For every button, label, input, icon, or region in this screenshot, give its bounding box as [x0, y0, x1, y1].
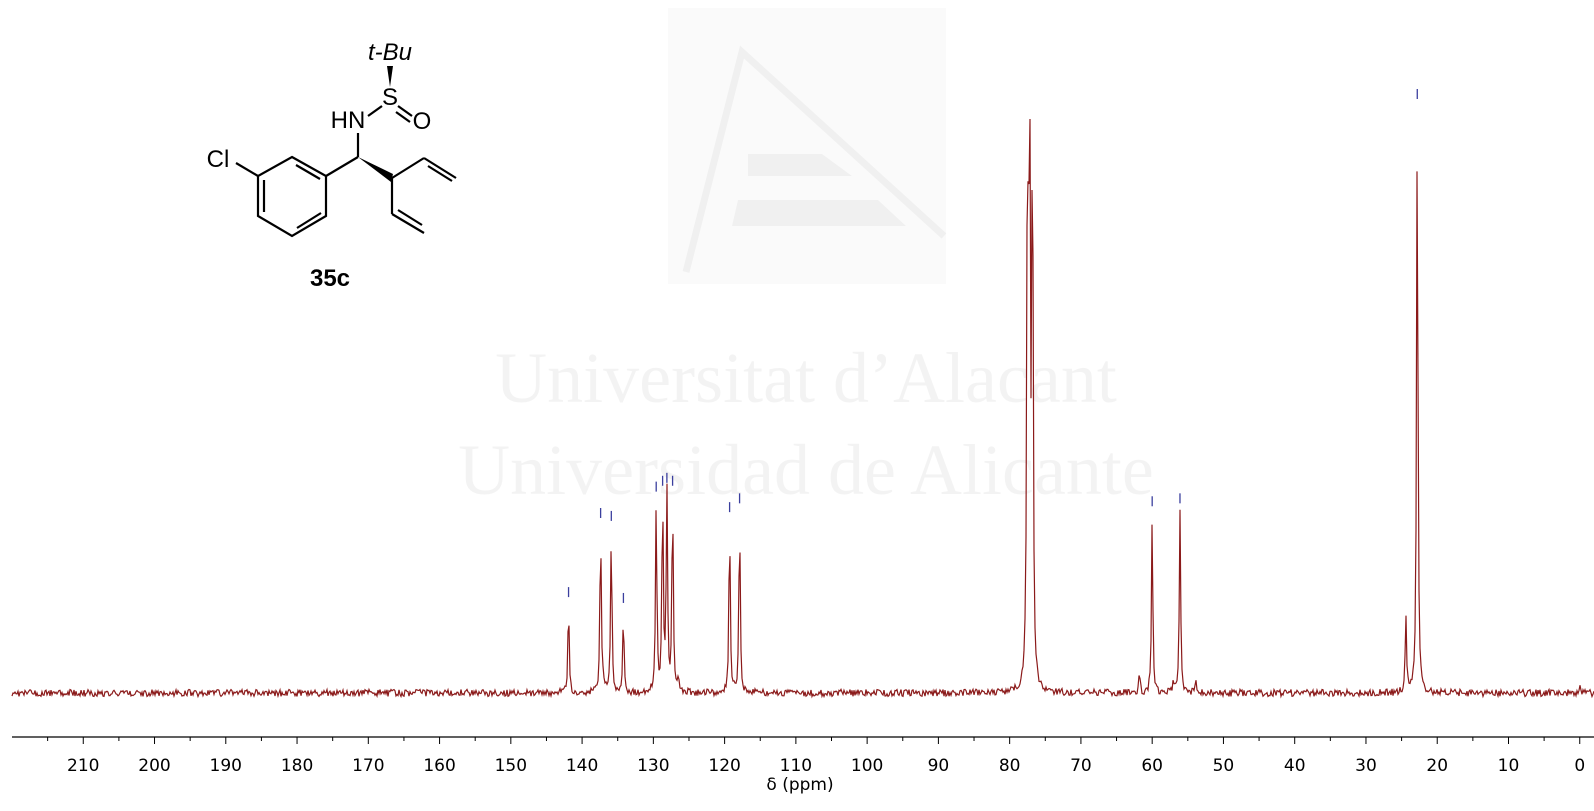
x-tick-label: 80 [999, 756, 1021, 776]
x-tick-label: 40 [1284, 756, 1306, 776]
watermark-line-1: Universitat d’Alacant [495, 338, 1117, 418]
x-tick-label: 180 [281, 756, 313, 776]
x-tick-label: 120 [708, 756, 740, 776]
x-tick-label: 0 [1574, 756, 1585, 776]
x-tick-label: 150 [495, 756, 527, 776]
wedge-bond-cc [358, 157, 393, 182]
x-tick-label: 170 [352, 756, 384, 776]
tbu-label: t-Bu [368, 39, 412, 66]
x-tick-label: 210 [67, 756, 99, 776]
x-tick-label: 60 [1141, 756, 1163, 776]
x-axis-ticks [47, 737, 1581, 744]
x-tick-label: 200 [138, 756, 170, 776]
watermark-line-2: Universidad de Alicante [458, 430, 1154, 510]
x-tick-label: 90 [928, 756, 950, 776]
x-tick-label: 190 [210, 756, 242, 776]
x-tick-label: 30 [1355, 756, 1377, 776]
x-tick-label: 100 [851, 756, 883, 776]
chlorine-label: Cl [207, 146, 230, 173]
x-axis-title: δ (ppm) [766, 775, 833, 795]
benzene-ring [256, 155, 328, 238]
amine-label: HN [331, 107, 366, 134]
x-tick-label: 140 [566, 756, 598, 776]
x-tick-label: 20 [1426, 756, 1448, 776]
x-tick-label: 110 [780, 756, 812, 776]
sulfur-label: S [382, 84, 398, 111]
oxygen-label: O [413, 108, 432, 135]
x-tick-label: 70 [1070, 756, 1092, 776]
wedge-bond-s-tbu [387, 66, 393, 87]
x-tick-label: 160 [423, 756, 455, 776]
compound-label: 35c [310, 265, 350, 292]
watermark: Universitat d’Alacant Universidad de Ali… [458, 45, 1154, 510]
x-tick-label: 50 [1213, 756, 1235, 776]
x-tick-label: 130 [637, 756, 669, 776]
molecule-structure [235, 105, 457, 238]
peak-markers [567, 89, 1418, 603]
spectrum-trace [11, 118, 1594, 699]
x-tick-label: 10 [1498, 756, 1520, 776]
